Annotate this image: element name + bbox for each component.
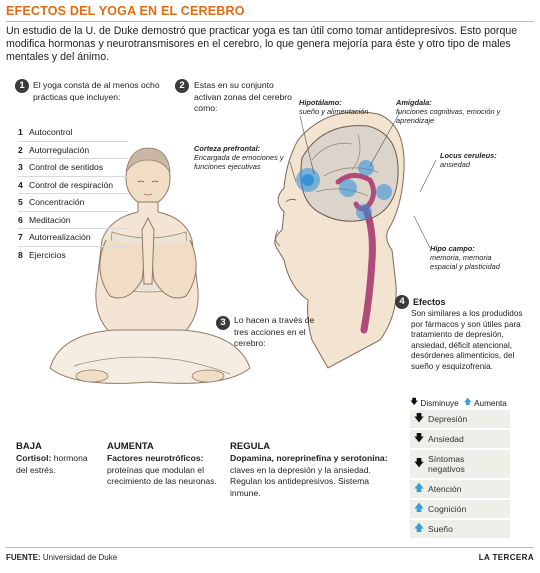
- label-hipotalamo: Hipotálamo:sueño y alimentación: [299, 98, 369, 117]
- arrow-down-icon: 🡇: [413, 457, 425, 469]
- action-baja-text: Cortisol: hormona del estrés.: [16, 453, 88, 475]
- step-1-badge: 1: [15, 79, 29, 93]
- action-baja-title: BAJA: [16, 441, 42, 452]
- arrow-down-icon: 🡇: [413, 432, 425, 444]
- arrow-up-icon: 🡅: [413, 482, 425, 494]
- footer-divider: [6, 547, 534, 548]
- table-row: 🡇Síntomas negativos: [410, 450, 510, 480]
- label-connectors: [289, 111, 437, 249]
- action-regula-title: REGULA: [230, 441, 271, 452]
- table-row: 🡅Cognición: [410, 500, 510, 520]
- table-row: 🡅Sueño: [410, 520, 510, 540]
- page-title: EFECTOS DEL YOGA EN EL CEREBRO: [6, 4, 245, 18]
- intro-paragraph: Un estudio de la U. de Duke demostró que…: [6, 25, 518, 63]
- label-locus-ceruleus: Locus ceruleus:ansiedad: [440, 151, 497, 170]
- table-row: 🡇Depresión: [410, 410, 510, 430]
- arrow-up-icon: 🡅: [463, 397, 473, 406]
- step-2-badge: 2: [175, 79, 189, 93]
- table-row: 🡇Ansiedad: [410, 430, 510, 450]
- label-corteza-prefrontal: Corteza prefrontal:Encargada de emocione…: [194, 144, 284, 172]
- action-aumenta-title: AUMENTA: [107, 441, 154, 452]
- effects-legend: 🡇Disminuye 🡅Aumenta: [410, 396, 507, 410]
- title-divider: [6, 21, 534, 22]
- action-aumenta-text: Factores neurotróficos: proteínas que mo…: [107, 453, 217, 486]
- step-3-text: Lo hacen a través de tres acciones en el…: [234, 315, 315, 348]
- arrow-up-icon: 🡅: [413, 522, 425, 534]
- label-amigdala: Amígdala:funciones cognitivas, emoción y…: [396, 98, 501, 126]
- source-credit: FUENTE: Universidad de Duke: [6, 553, 118, 562]
- effects-table: 🡇Depresión 🡇Ansiedad 🡇Síntomas negativos…: [410, 410, 510, 540]
- effects-title: Efectos: [413, 297, 446, 307]
- step-2-text: Estas en su conjunto activan zonas del c…: [194, 80, 292, 113]
- step-3-badge: 3: [216, 316, 230, 330]
- step-1-text: El yoga consta de al menos ocho práctica…: [33, 80, 160, 102]
- action-regula-text: Dopamina, noreprinefina y serotonina: cl…: [230, 453, 388, 498]
- header: EFECTOS DEL YOGA EN EL CEREBRO: [6, 4, 534, 22]
- brain-illustration: [274, 111, 405, 369]
- step-4-badge: 4: [395, 295, 409, 309]
- arrow-up-icon: 🡅: [413, 502, 425, 514]
- effects-text: Son similares a los produdidos por fárma…: [411, 309, 523, 371]
- arrow-down-icon: 🡇: [413, 412, 425, 424]
- publisher-brand: LA TERCERA: [478, 553, 534, 562]
- label-hipocampo: Hipo campo:memoria, memoria espacial y p…: [430, 244, 500, 272]
- arrow-down-icon: 🡇: [410, 397, 419, 406]
- yoga-figure-illustration: [49, 147, 251, 384]
- table-row: 🡅Atención: [410, 480, 510, 500]
